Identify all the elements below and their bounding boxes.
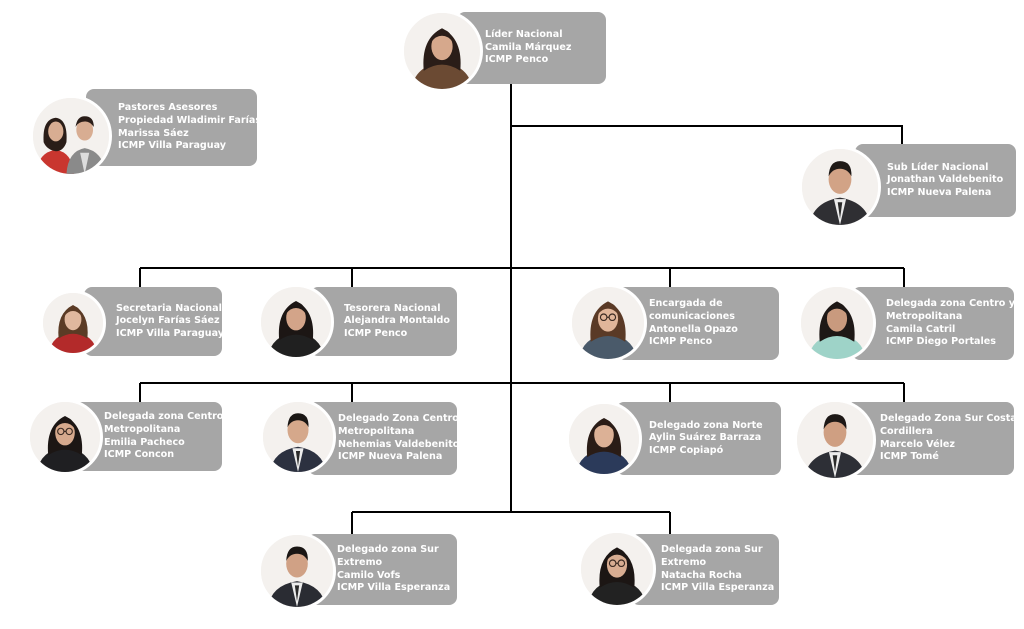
- avatar-photo-icon: [30, 95, 112, 177]
- org-card-line: ICMP Penco: [485, 54, 606, 67]
- org-card-line: Nehemias Valdebenito: [338, 439, 457, 452]
- org-card-line: Delegado zona Norte: [649, 420, 781, 433]
- org-card-line: ICMP Nueva Palena: [887, 187, 1016, 200]
- org-card-line: ICMP Villa Paraguay: [116, 328, 222, 341]
- org-card-line: comunicaciones: [649, 311, 779, 324]
- org-card-line: Delegado Zona Centro y: [338, 413, 457, 426]
- org-card-line: Delegado zona Sur: [337, 544, 457, 557]
- avatar-photo-icon: [40, 290, 106, 356]
- org-card-line: ICMP Penco: [649, 336, 779, 349]
- avatar-photo-icon: [798, 284, 876, 362]
- org-card-line: Camilo Vofs: [337, 570, 457, 583]
- avatar-photo-icon: [27, 399, 103, 475]
- avatar-photo-icon: [260, 399, 336, 475]
- org-card-line: Natacha Rocha: [661, 570, 779, 583]
- avatar-photo-icon: [578, 530, 656, 608]
- org-card-line: Jonathan Valdebenito: [887, 174, 1016, 187]
- org-card-line: Delegada zona Sur: [661, 544, 779, 557]
- org-card-line: ICMP Nueva Palena: [338, 451, 457, 464]
- org-card-line: Cordillera: [880, 426, 1014, 439]
- org-card-line: Aylin Suárez Barraza: [649, 432, 781, 445]
- org-card-line: Camila Catril: [886, 324, 1014, 337]
- connector-sub-leader: [511, 126, 902, 144]
- org-card-line: Jocelyn Farías Sáez: [116, 315, 222, 328]
- avatar-photo-icon: [258, 532, 336, 610]
- org-card-line: ICMP Tomé: [880, 451, 1014, 464]
- org-card-line: ICMP Copiapó: [649, 445, 781, 458]
- org-card-line: Marissa Sáez: [118, 128, 257, 141]
- avatar-photo-icon: [794, 399, 876, 481]
- org-card-line: Metropolitana: [338, 426, 457, 439]
- org-card-line: ICMP Concon: [104, 449, 222, 462]
- org-card-line: Emilia Pacheco: [104, 437, 222, 450]
- org-card-line: Marcelo Vélez: [880, 439, 1014, 452]
- avatar-photo-icon: [799, 146, 881, 228]
- org-card-line: Propiedad Wladimir Farías: [118, 115, 257, 128]
- org-card-line: Extremo: [337, 557, 457, 570]
- avatar-photo-icon: [258, 284, 334, 360]
- org-card-line: Encargada de: [649, 298, 779, 311]
- org-card-line: Pastores Asesores: [118, 102, 257, 115]
- org-card-line: Secretaria Nacional: [116, 303, 222, 316]
- org-card-line: ICMP Villa Paraguay: [118, 140, 257, 153]
- org-card-line: ICMP Villa Esperanza: [661, 582, 779, 595]
- org-card-line: Delegada zona Centro y: [104, 411, 222, 424]
- org-card-line: Alejandra Montaldo: [344, 315, 457, 328]
- org-card-line: Delegado Zona Sur Costa: [880, 413, 1014, 426]
- avatar-photo-icon: [566, 401, 642, 477]
- avatar-photo-icon: [401, 10, 483, 92]
- org-card-line: Sub Líder Nacional: [887, 162, 1016, 175]
- org-card-line: Líder Nacional: [485, 29, 606, 42]
- avatar-photo-icon: [569, 284, 647, 362]
- org-card-line: ICMP Penco: [344, 328, 457, 341]
- org-card-line: Tesorera Nacional: [344, 303, 457, 316]
- org-card-line: Delegada zona Centro y: [886, 298, 1014, 311]
- org-card-line: ICMP Diego Portales: [886, 336, 1014, 349]
- org-card-line: ICMP Villa Esperanza: [337, 582, 457, 595]
- org-card-line: Antonella Opazo: [649, 324, 779, 337]
- org-card-line: Metropolitana: [886, 311, 1014, 324]
- org-card-line: Extremo: [661, 557, 779, 570]
- org-card-line: Metropolitana: [104, 424, 222, 437]
- org-card-line: Camila Márquez: [485, 42, 606, 55]
